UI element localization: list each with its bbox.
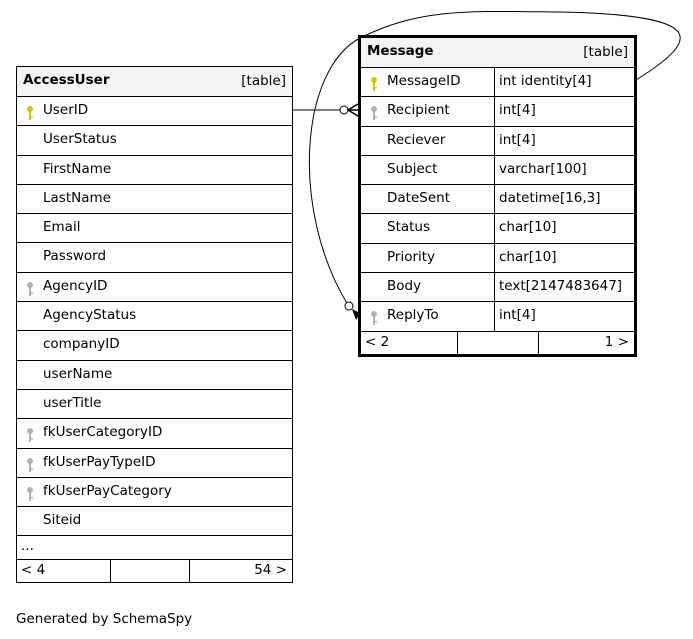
children-count[interactable]: 54 > bbox=[254, 562, 287, 579]
column-name: LastName bbox=[43, 189, 111, 206]
column-name: FirstName bbox=[43, 160, 112, 177]
footer-spacer bbox=[111, 560, 190, 583]
column-row[interactable]: Status char[10] bbox=[361, 214, 634, 244]
column-row[interactable]: AgencyStatus bbox=[17, 302, 292, 332]
column-row[interactable]: UserStatus bbox=[17, 126, 292, 156]
column-name: fkUserPayTypeID bbox=[43, 453, 156, 470]
column-name: MessageID bbox=[387, 73, 461, 89]
column-row[interactable]: UserID bbox=[17, 97, 292, 127]
column-name: fkUserPayCategory bbox=[43, 482, 172, 499]
children-count[interactable]: 1 > bbox=[604, 333, 629, 350]
footer-spacer bbox=[458, 331, 539, 354]
zero-cardinality-marker bbox=[344, 301, 354, 311]
column-name: Email bbox=[43, 219, 81, 236]
column-name: Status bbox=[387, 219, 431, 236]
crowfoot-marker bbox=[346, 103, 359, 117]
arrow-marker bbox=[352, 309, 360, 320]
column-row[interactable]: fkUserPayTypeID bbox=[17, 449, 292, 478]
foreign-key-icon bbox=[25, 426, 35, 443]
column-row[interactable]: fkUserCategoryID bbox=[17, 419, 292, 449]
table-footer: < 2 1 > bbox=[361, 331, 634, 354]
column-row[interactable]: LastName bbox=[17, 185, 292, 215]
table-name: Message bbox=[367, 43, 434, 59]
column-name: fkUserCategoryID bbox=[43, 424, 163, 441]
column-row[interactable]: AgencyID bbox=[17, 273, 292, 303]
column-row[interactable]: Siteid bbox=[17, 507, 292, 537]
column-name: AgencyStatus bbox=[43, 307, 137, 324]
foreign-key-icon bbox=[369, 309, 379, 326]
column-row[interactable]: Password bbox=[17, 243, 292, 273]
generated-by-note: Generated by SchemaSpy bbox=[16, 611, 193, 627]
primary-key-icon bbox=[369, 75, 379, 91]
column-name: DateSent bbox=[387, 190, 450, 207]
column-name: UserID bbox=[43, 102, 89, 118]
column-type: varchar[100] bbox=[499, 160, 587, 177]
fk-self-replyto bbox=[308, 10, 681, 306]
table-header: AccessUser [table] bbox=[17, 67, 292, 97]
column-row[interactable]: Body text[2147483647] bbox=[361, 273, 634, 303]
column-name: userName bbox=[43, 365, 113, 382]
column-name: Body bbox=[387, 278, 422, 295]
column-name: Siteid bbox=[43, 512, 82, 529]
column-row[interactable]: Reciever int[4] bbox=[361, 126, 634, 156]
table-header: Message [table] bbox=[361, 38, 634, 68]
table-message[interactable]: Message [table] MessageID int identity[4] Re… bbox=[358, 35, 637, 357]
column-row[interactable]: MessageID int identity[4] bbox=[361, 68, 634, 98]
column-name: Password bbox=[43, 248, 107, 265]
column-row[interactable]: fkUserPayCategory bbox=[17, 478, 292, 508]
table-footer: < 4 54 > bbox=[17, 560, 292, 583]
column-row[interactable]: Recipient int[4] bbox=[361, 97, 634, 127]
column-row[interactable]: Subject varchar[100] bbox=[361, 155, 634, 186]
column-name: Reciever bbox=[387, 131, 446, 148]
column-name: ReplyTo bbox=[387, 307, 439, 324]
column-row[interactable]: userName bbox=[17, 361, 292, 390]
column-row[interactable]: Priority char[10] bbox=[361, 243, 634, 274]
column-row[interactable]: Email bbox=[17, 214, 292, 244]
column-name: userTitle bbox=[43, 394, 102, 411]
column-type: char[10] bbox=[499, 248, 557, 265]
column-name: AgencyID bbox=[43, 277, 108, 294]
column-name: companyID bbox=[43, 336, 120, 353]
foreign-key-icon bbox=[25, 485, 35, 501]
column-type: text[2147483647] bbox=[499, 278, 623, 295]
column-name: Subject bbox=[387, 160, 438, 177]
column-type: char[10] bbox=[499, 219, 557, 236]
column-row[interactable]: userTitle bbox=[17, 390, 292, 420]
foreign-key-icon bbox=[25, 456, 35, 472]
table-type: [table] bbox=[583, 44, 628, 60]
column-type: int[4] bbox=[499, 307, 536, 324]
parents-count[interactable]: < 4 bbox=[17, 560, 111, 583]
column-type: int[4] bbox=[499, 102, 536, 119]
column-type: int[4] bbox=[499, 131, 536, 148]
column-name: Recipient bbox=[387, 102, 450, 119]
column-name: UserStatus bbox=[43, 131, 117, 148]
column-type: int identity[4] bbox=[499, 73, 592, 89]
primary-key-icon bbox=[25, 104, 35, 120]
column-row[interactable]: ReplyTo int[4] bbox=[361, 302, 634, 332]
table-name: AccessUser bbox=[23, 72, 110, 88]
column-row[interactable]: companyID bbox=[17, 331, 292, 361]
table-type: [table] bbox=[241, 73, 286, 89]
column-row[interactable]: DateSent datetime[16,3] bbox=[361, 185, 634, 215]
column-row[interactable]: FirstName bbox=[17, 156, 292, 185]
column-name: Priority bbox=[387, 248, 436, 265]
foreign-key-icon bbox=[369, 104, 379, 121]
more-columns[interactable]: ... bbox=[17, 536, 292, 561]
foreign-key-icon bbox=[25, 280, 35, 296]
column-type: datetime[16,3] bbox=[499, 190, 601, 207]
parents-count[interactable]: < 2 bbox=[361, 331, 458, 354]
